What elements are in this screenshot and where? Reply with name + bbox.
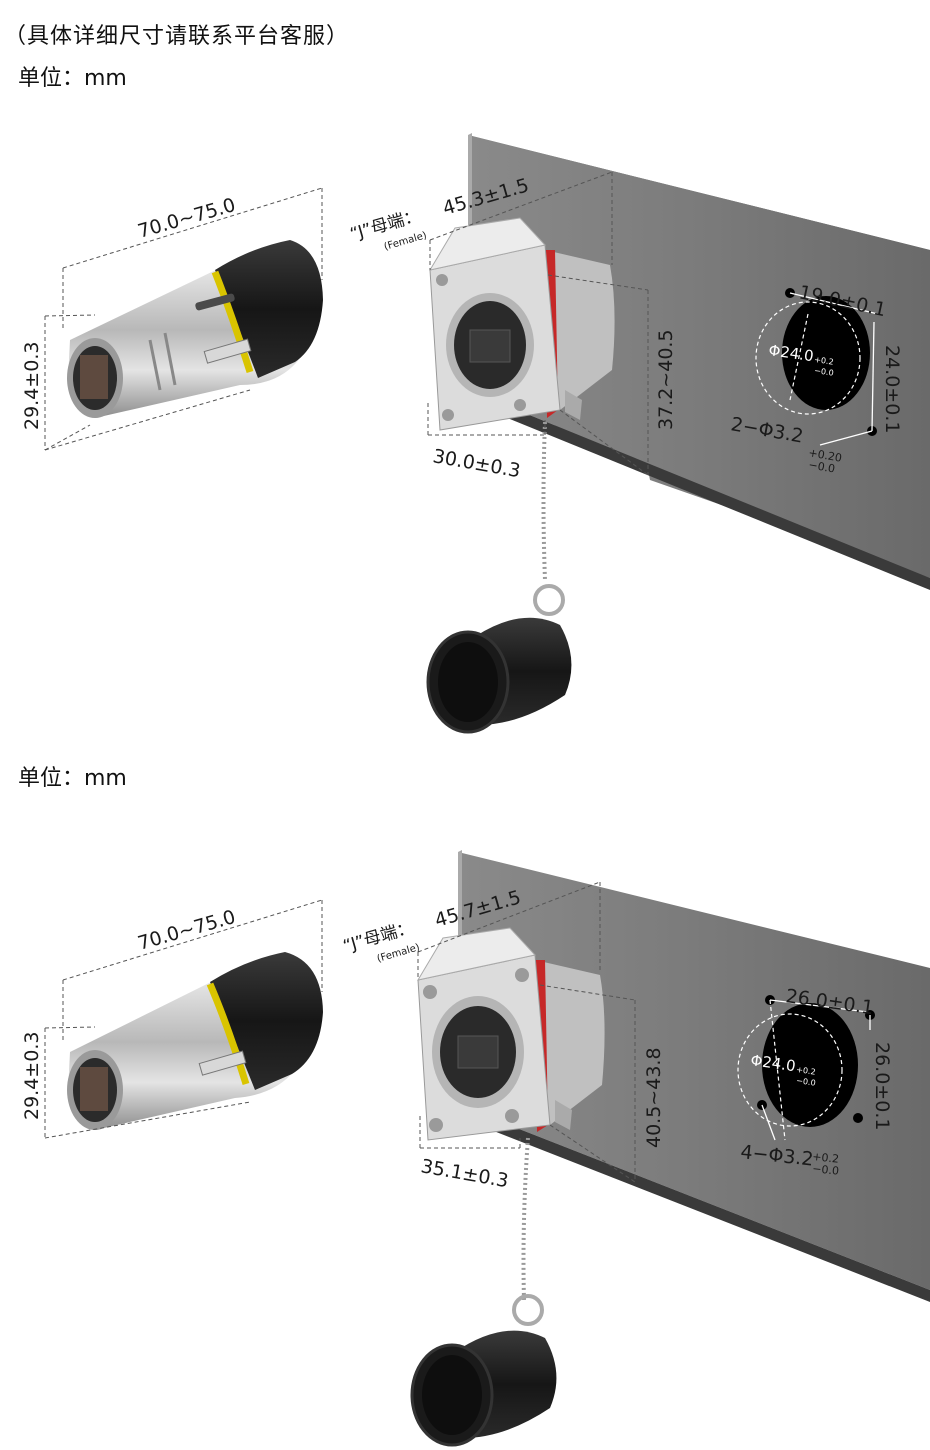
drawing-1-svg: 70.0~75.0 29.4±0.3 <box>21 133 930 734</box>
panel-cutout-2 <box>737 995 875 1141</box>
plug-connector <box>67 240 323 418</box>
socket-width-label: 30.0±0.3 <box>431 445 522 482</box>
mount-tol-plus-2: +0.2 <box>812 1150 840 1166</box>
mount-tol-minus: −0.0 <box>807 458 836 475</box>
plug-length-label-2: 70.0~75.0 <box>135 906 238 955</box>
plug-connector-2 <box>67 952 323 1130</box>
panel-socket <box>428 217 615 431</box>
connector-drawing-2: 70.0~75.0 29.4±0.3 <box>0 820 930 1450</box>
panel-cutout <box>755 288 879 446</box>
socket-width-label-2: 35.1±0.3 <box>419 1155 510 1192</box>
socket-height-label-2: 40.5~43.8 <box>643 1047 665 1148</box>
dust-cap-chain <box>533 421 565 616</box>
socket-dimension-lines <box>427 171 649 476</box>
socket-height-label: 37.2~40.5 <box>655 329 677 430</box>
header-note: （具体详细尺寸请联系平台客服） <box>4 24 350 49</box>
dust-cap-chain-2 <box>512 1137 544 1326</box>
unit-label-1: 单位：mm <box>18 66 127 91</box>
hole-tol-minus: −0.0 <box>814 366 835 378</box>
mount-tol-plus: +0.20 <box>807 446 842 465</box>
hole-tol-minus-2: −0.0 <box>796 1076 817 1088</box>
plug-dimension-lines <box>44 187 323 451</box>
hole-tol-plus: +0.2 <box>814 355 835 367</box>
spacing-v-label: 24.0±0.1 <box>881 345 903 433</box>
mount-tol-minus-2: −0.0 <box>812 1162 840 1178</box>
hole-tol-plus-2: +0.2 <box>796 1065 817 1077</box>
unit-label-2: 单位：mm <box>18 766 127 791</box>
mounting-panel <box>468 133 930 590</box>
panel-socket-2 <box>416 927 605 1141</box>
dust-cap-2 <box>410 1330 557 1447</box>
plug-dimension-lines-2 <box>44 899 323 1139</box>
dust-cap <box>426 617 572 734</box>
plug-diameter-label: 29.4±0.3 <box>21 342 43 430</box>
plug-diameter-label-2: 29.4±0.3 <box>21 1032 43 1120</box>
plug-length-label: 70.0~75.0 <box>135 194 238 243</box>
connector-drawing-1: 70.0~75.0 29.4±0.3 <box>0 100 930 760</box>
drawing-2-svg: 70.0~75.0 29.4±0.3 <box>21 850 930 1447</box>
spacing-v-label-2: 26.0±0.1 <box>871 1042 893 1130</box>
socket-dimension-lines-2 <box>417 881 636 1183</box>
